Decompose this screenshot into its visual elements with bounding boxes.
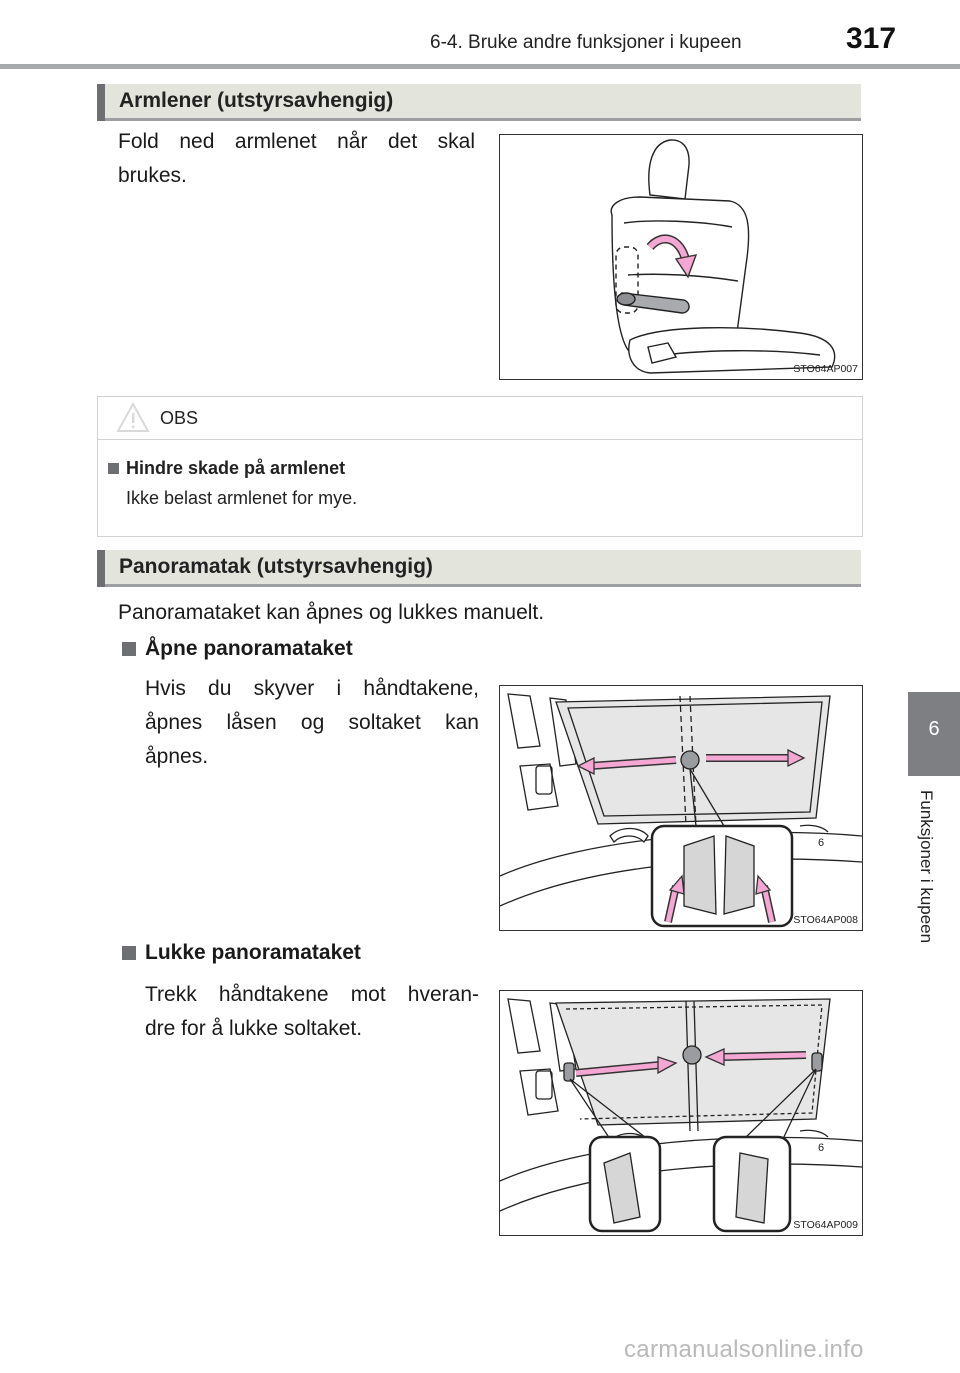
bullet-square-icon (122, 642, 136, 656)
section-header-bar (97, 550, 105, 587)
svg-text:6: 6 (818, 837, 824, 849)
armrest-text-line1: Fold ned armlenet når det skal (118, 130, 475, 153)
open-text-line2: åpnes låsen og soltaket kan (145, 711, 479, 734)
close-heading: Lukke panoramataket (145, 941, 361, 964)
armrest-figure: STO64AP007 (499, 134, 863, 380)
open-heading: Åpne panoramataket (145, 637, 353, 660)
bullet-square-icon (108, 463, 119, 474)
figure-code: STO64AP008 (793, 914, 858, 926)
page-number: 317 (846, 22, 897, 55)
armrest-text-line2: brukes. (118, 164, 187, 187)
roof-close-illustration: 6 (500, 998, 862, 1233)
section-header-armrest: Armlener (utstyrsavhengig) (97, 84, 861, 121)
chapter-number: 6 (928, 718, 940, 740)
panorama-intro: Panoramataket kan åpnes og lukkes manuel… (118, 601, 545, 624)
open-roof-figure: 6 STO64AP008 (499, 685, 863, 931)
close-roof-figure: 6 STO64AP009 (499, 990, 863, 1236)
seat-illustration (610, 139, 836, 374)
figure-code: STO64AP007 (793, 363, 858, 375)
watermark: carmanualsonline.info (624, 1336, 864, 1363)
figure-code: STO64AP009 (793, 1219, 858, 1231)
obs-header: OBS (98, 397, 862, 440)
section-header-panorama: Panoramatak (utstyrsavhengig) (97, 550, 861, 587)
section-title-armrest: Armlener (utstyrsavhengig) (119, 89, 394, 112)
roof-open-illustration: 6 (500, 693, 862, 928)
chapter-tab: 6 (908, 692, 960, 776)
close-text-line1: Trekk håndtakene mot hveran- (145, 983, 479, 1006)
svg-text:6: 6 (818, 1142, 824, 1154)
obs-text: Ikke belast armlenet for mye. (126, 488, 358, 508)
open-text-line3: åpnes. (145, 745, 209, 768)
section-title-panorama: Panoramatak (utstyrsavhengig) (119, 555, 433, 578)
open-text-line1: Hvis du skyver i håndtakene, (145, 677, 479, 700)
bullet-square-icon (122, 946, 136, 960)
running-header-title: 6-4. Bruke andre funksjoner i kupeen (430, 32, 742, 53)
obs-notice-box: OBS Hindre skade på armlenet Ikke belast… (97, 396, 863, 537)
obs-heading: Hindre skade på armlenet (126, 458, 346, 478)
warning-triangle-icon (116, 402, 150, 432)
close-text-line2: dre for å lukke soltaket. (145, 1017, 363, 1040)
section-header-bar (97, 84, 105, 121)
obs-label: OBS (160, 408, 199, 428)
header-rule (0, 64, 960, 69)
chapter-label: Funksjoner i kupeen (917, 790, 936, 944)
